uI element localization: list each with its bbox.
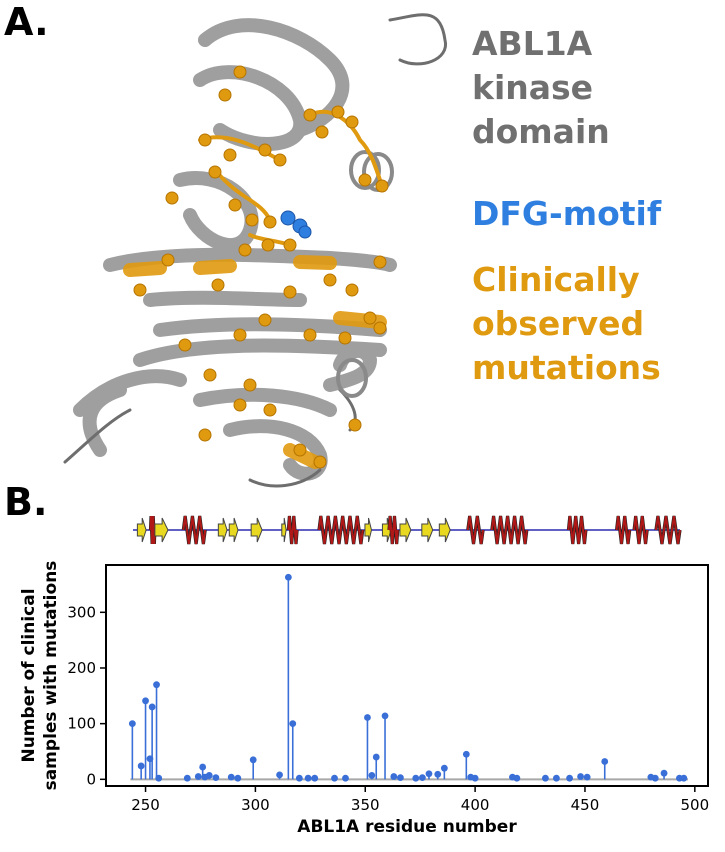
y-tick-label: 100 (67, 715, 96, 733)
stem-marker (128, 720, 136, 728)
stem-marker (440, 764, 448, 772)
x-tick-label: 350 (351, 796, 380, 814)
x-tick-label: 450 (571, 796, 600, 814)
alpha-helix (654, 515, 681, 545)
stem-marker (142, 697, 149, 705)
stem-marker (311, 774, 319, 782)
stem-marker (368, 772, 376, 779)
stem-marker (212, 774, 220, 782)
stem-marker (234, 774, 242, 782)
stem-marker (276, 771, 283, 779)
stem-marker (249, 756, 257, 764)
beta-strand (364, 517, 373, 543)
mutations-legend-line: mutations (472, 348, 661, 387)
alpha-helix (633, 515, 649, 545)
stem-marker (284, 573, 292, 581)
beta-strand (281, 517, 287, 543)
beta-strand (228, 517, 239, 543)
stem-marker (364, 714, 371, 721)
alpha-helix (567, 515, 587, 545)
stem-marker (412, 774, 420, 782)
stem-marker (199, 763, 207, 771)
x-tick-label: 300 (241, 796, 270, 814)
y-tick-label: 200 (67, 659, 96, 677)
stem-marker (425, 770, 433, 778)
motif-legend: DFG-motif (472, 194, 662, 233)
stem-marker (205, 772, 213, 779)
stem-marker (583, 773, 591, 781)
stem-marker (397, 774, 404, 782)
stem-marker (194, 773, 202, 780)
panel-label-a: A. (4, 0, 49, 44)
beta-strand (217, 517, 228, 543)
x-tick-label: 400 (461, 796, 490, 814)
stem-marker (381, 712, 389, 720)
stem-marker (513, 774, 521, 782)
mutations-legend-line: Clinically (472, 260, 640, 299)
stem-marker (372, 753, 380, 761)
beta-strand (438, 517, 451, 543)
alpha-helix (615, 515, 631, 545)
stem-marker (342, 774, 349, 782)
stem-marker (304, 774, 312, 782)
alpha-helix (466, 515, 485, 545)
stem-marker (183, 774, 191, 782)
y-axis-label-line: samples with mutations (41, 561, 61, 791)
stem-marker (601, 758, 609, 765)
protein-legend-line: kinase (472, 68, 594, 107)
mutations-legend-line: observed (472, 304, 645, 343)
stem-marker (153, 681, 160, 689)
y-tick-label: 0 (86, 770, 96, 788)
x-tick-label: 250 (131, 796, 160, 814)
beta-strand (154, 517, 169, 543)
stem-marker (331, 774, 338, 782)
y-tick-label: 300 (67, 603, 96, 621)
stem-marker (137, 762, 145, 770)
stem-marker (542, 774, 549, 782)
stem-marker (553, 774, 560, 782)
stem-marker (418, 774, 426, 782)
stem-marker (651, 774, 659, 782)
stem-marker (471, 774, 479, 782)
alpha-helix (149, 515, 156, 545)
stem-marker (566, 774, 573, 782)
alpha-helix (317, 515, 364, 545)
stem-marker (660, 769, 668, 777)
y-axis-label-line: Number of clinical (19, 588, 39, 762)
stem-marker (155, 774, 163, 782)
alpha-helix (490, 515, 528, 545)
x-tick-label: 500 (680, 796, 709, 814)
protein-legend-line: ABL1A (472, 24, 593, 63)
beta-strand (421, 517, 434, 543)
stem-marker (295, 774, 303, 782)
panel-label-b: B. (4, 480, 48, 524)
secondary-structure-track (133, 515, 682, 545)
beta-strand (136, 517, 147, 543)
stem-marker (577, 773, 584, 780)
alpha-helix (182, 515, 207, 545)
mutations-legend: Clinically observed mutations (472, 258, 661, 390)
protein-legend-line: domain (472, 112, 610, 151)
stem-marker (434, 770, 442, 778)
beta-strand (399, 517, 412, 543)
stem-marker (390, 773, 398, 780)
stem-marker (680, 774, 688, 782)
beta-strand (250, 517, 263, 543)
stem-marker (227, 773, 235, 781)
stem-marker (462, 750, 470, 758)
x-axis-label: ABL1A residue number (297, 817, 517, 837)
alpha-helix (287, 515, 299, 545)
stem-marker (289, 720, 297, 728)
protein-legend: ABL1A kinase domain (472, 22, 610, 154)
stem-marker (148, 703, 156, 711)
alpha-helix (387, 515, 399, 545)
plot-frame (105, 564, 709, 787)
